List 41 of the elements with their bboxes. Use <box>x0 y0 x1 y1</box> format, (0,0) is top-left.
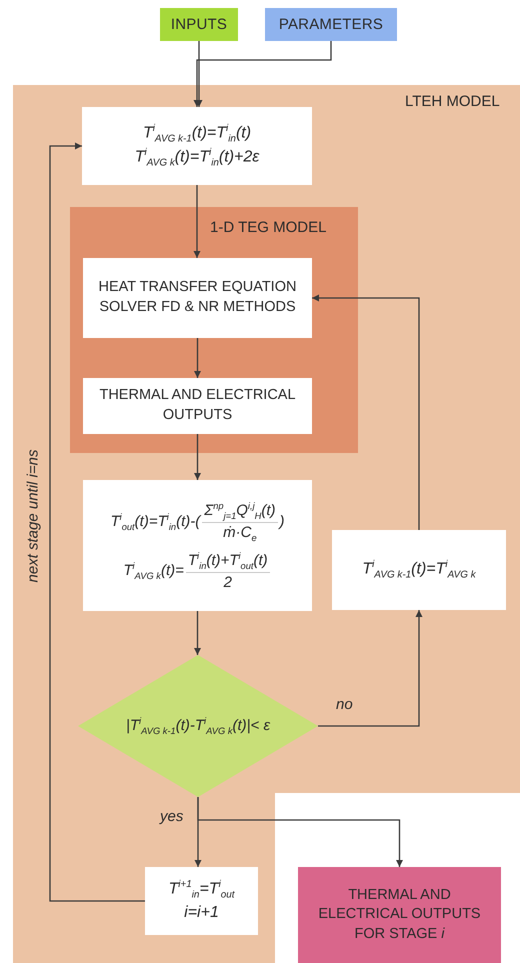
fraction-denominator: 2 <box>224 572 232 590</box>
region-title: 1-D TEG MODEL <box>210 219 326 236</box>
condition-text: |T$^{i}$$_{AVG k-1}$(t)-T$^{i}$$_{AVG k}$(t)|< ε <box>124 714 272 738</box>
connector-arrow <box>194 41 332 107</box>
connector-arrow <box>312 294 420 530</box>
edge-label: next stage until i=ns <box>24 448 42 584</box>
fraction-numerator: Σ$^{np}$$_{j=1}$Q$^{i,j}$$_{H}$(t) <box>202 500 278 522</box>
formula-text: T$^{i}$$_{out}$(t)=T$^{i}$$_{in}$(t)-( <box>110 512 200 532</box>
box-label: THERMAL AND ELECTRICAL OUTPUTS FOR STAGE i <box>317 886 482 944</box>
formula-text: T$^{i}$$_{AVG k}$(t)= <box>123 560 184 580</box>
connector-arrow <box>49 142 145 902</box>
connector-arrow <box>196 41 202 107</box>
connector-arrow <box>194 434 201 480</box>
box-label: PARAMETERS <box>278 16 384 33</box>
fraction-denominator: ṁ·C$_{e}$ <box>223 522 257 542</box>
formula-text: i=i+1 <box>183 903 220 924</box>
process-box <box>332 530 506 610</box>
formula-text: ) <box>280 513 285 530</box>
connector-arrow <box>197 797 403 867</box>
connector-arrow <box>318 610 422 727</box>
formula-text: T$^{i}$$_{AVG k}$(t)=T$^{i}$$_{in}$(t)+2ε <box>134 146 260 170</box>
decision-diamond <box>78 655 318 797</box>
connector-arrow <box>194 185 200 258</box>
connector-arrow <box>194 338 201 378</box>
process-box <box>82 107 312 185</box>
submodel-band <box>70 207 358 453</box>
output-box <box>298 867 501 963</box>
box-label: THERMAL AND ELECTRICAL OUTPUTS <box>98 386 297 425</box>
model-region <box>13 85 520 963</box>
region-title: LTEH MODEL <box>405 93 500 110</box>
box-label: HEAT TRANSFER EQUATION SOLVER FD & NR METHODS <box>98 278 298 317</box>
formula-text: T$^{i}$$_{AVG k-1}$(t)=T$^{i}$$_{in}$(t) <box>142 122 252 146</box>
connector-arrow <box>194 611 201 655</box>
fraction-numerator: T$^{i}$$_{in}$(t)+T$^{i}$$_{out}$(t) <box>186 550 270 572</box>
process-box <box>145 867 258 935</box>
process-box <box>83 258 312 338</box>
box-label: INPUTS <box>170 16 228 33</box>
input-box <box>160 8 238 41</box>
process-box <box>83 378 312 434</box>
parameter-box <box>265 8 397 41</box>
process-box <box>83 480 312 611</box>
